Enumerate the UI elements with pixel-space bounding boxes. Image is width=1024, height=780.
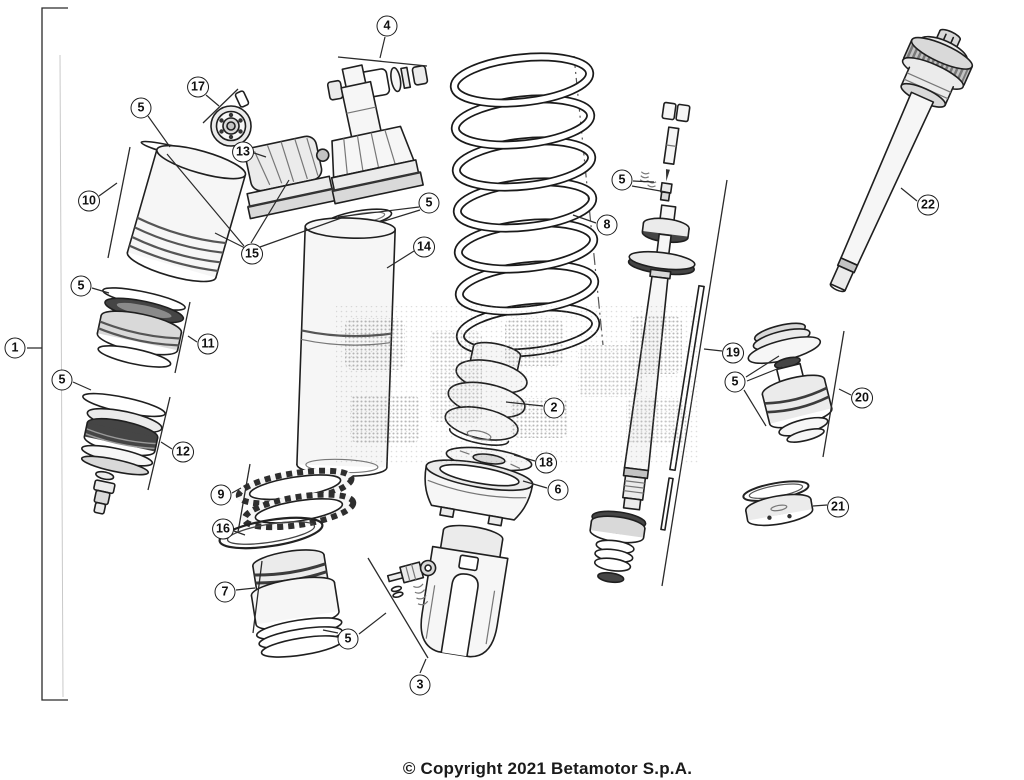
callout-8[interactable]: 8: [596, 214, 618, 236]
part-shim-stack-11: [96, 297, 185, 368]
part-rod-seal-cap: [589, 510, 647, 584]
callout-3[interactable]: 3: [409, 674, 431, 696]
callout-7[interactable]: 7: [214, 581, 236, 603]
callout-12[interactable]: 12: [172, 441, 194, 463]
part-compensator-cap-17: [210, 105, 252, 147]
callout-5-b[interactable]: 5: [418, 192, 440, 214]
bracket-20: [822, 330, 845, 458]
bracket-4: [337, 56, 428, 67]
callout-5-a[interactable]: 5: [130, 97, 152, 119]
callout-16[interactable]: 16: [212, 518, 234, 540]
copyright-text: © Copyright 2021 Betamotor S.p.A.: [402, 759, 693, 778]
part-piston-stack-20: [747, 322, 833, 443]
part-oring-16: [218, 516, 324, 550]
part-compression-valve: [386, 559, 437, 606]
part-reservoir-body-10: [126, 144, 247, 283]
callout-1[interactable]: 1: [4, 337, 26, 359]
bracket-9: [237, 463, 251, 533]
callout-5-d[interactable]: 5: [70, 275, 92, 297]
callout-15[interactable]: 15: [241, 243, 263, 265]
callout-10[interactable]: 10: [78, 190, 100, 212]
part-seal-head-21: [742, 480, 814, 527]
bracket-3: [367, 557, 429, 659]
part-spring-8: [449, 52, 604, 358]
bracket-12: [147, 396, 171, 491]
part-shaft-22: [829, 28, 974, 293]
callout-11[interactable]: 11: [197, 333, 219, 355]
watermark: [336, 306, 700, 464]
callout-2[interactable]: 2: [543, 397, 565, 419]
callout-17[interactable]: 17: [187, 76, 209, 98]
callout-22[interactable]: 22: [917, 194, 939, 216]
part-adjuster-rings-9: [235, 467, 357, 531]
callout-19[interactable]: 19: [722, 342, 744, 364]
callout-4[interactable]: 4: [376, 15, 398, 37]
bracket-7: [252, 560, 263, 634]
callout-9[interactable]: 9: [210, 484, 232, 506]
callout-18[interactable]: 18: [535, 452, 557, 474]
callout-14[interactable]: 14: [413, 236, 435, 258]
callout-20[interactable]: 20: [851, 387, 873, 409]
part-clip-17: [234, 90, 250, 108]
callout-5-e[interactable]: 5: [51, 369, 73, 391]
leader-lines: [27, 36, 918, 674]
part-shim-stack-12: [80, 407, 163, 515]
part-rod-small-parts-5c: [639, 101, 691, 202]
callout-21[interactable]: 21: [827, 496, 849, 518]
bracket-10: [107, 146, 131, 259]
part-clevis-fork-3: [420, 524, 509, 658]
bracket-11: [174, 301, 191, 374]
part-bump-cup-6: [424, 459, 534, 527]
callout-13[interactable]: 13: [232, 141, 254, 163]
part-bushing-kit-4: [326, 64, 429, 101]
callout-5-c[interactable]: 5: [611, 169, 633, 191]
callout-5-g[interactable]: 5: [337, 628, 359, 650]
callout-5-f[interactable]: 5: [724, 371, 746, 393]
part-bracket-1: [41, 7, 68, 701]
bracket-17: [202, 88, 239, 124]
callout-6[interactable]: 6: [547, 479, 569, 501]
part-seal-assembly-7: [250, 549, 344, 658]
